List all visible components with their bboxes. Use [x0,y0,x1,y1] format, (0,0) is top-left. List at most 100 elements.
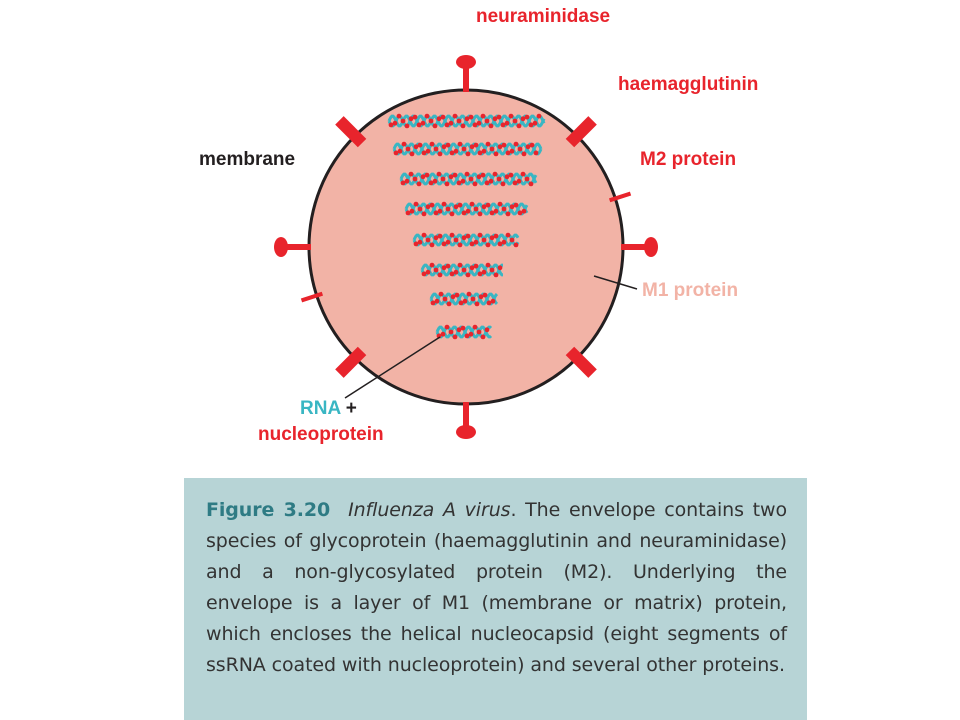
nucleoprotein-bead [437,233,443,239]
nucleoprotein-bead [462,298,468,304]
nucleoprotein-bead [509,237,515,243]
nucleoprotein-bead [489,146,495,152]
nucleoprotein-bead [429,202,435,208]
nucleoprotein-bead [512,180,518,186]
nucleoprotein-bead [469,241,475,247]
nucleoprotein-bead [517,210,523,216]
nucleoprotein-bead [445,206,451,212]
nucleoprotein-bead [449,271,455,277]
nucleoprotein-bead [476,329,482,335]
nucleoprotein-bead [493,208,499,214]
nucleoprotein-bead [501,239,507,245]
nucleoprotein-bead [433,146,439,152]
rna-strand [392,142,543,156]
nucleoprotein-bead [400,180,406,186]
nucleoprotein-bead [409,208,415,214]
nucleocapsid-segments [387,113,546,340]
m1-protein-leader-line [593,275,638,290]
nucleoprotein-bead [469,144,475,150]
nucleoprotein-bead [465,208,471,214]
nucleoprotein-bead [497,241,503,247]
nucleoprotein-bead [393,150,399,156]
nucleoprotein-bead [468,114,474,120]
nucleoprotein-bead [436,333,442,339]
nucleoprotein-bead [420,174,426,180]
nucleoprotein-bead [461,267,467,273]
nucleoprotein-bead [448,329,454,335]
nucleoprotein-bead [532,120,538,126]
nucleoprotein-bead [397,148,403,154]
rna-strand [435,325,493,339]
nucleoprotein-bead [428,180,434,186]
nucleocapsid-segment [399,171,538,187]
nucleoprotein-bead [449,232,455,238]
nucleoprotein-bead [432,123,438,129]
nucleoprotein-bead [428,118,434,124]
membrane-label: membrane [199,149,295,170]
nucleoprotein-bead [512,118,518,124]
nucleoprotein-bead [525,144,531,150]
nucleoprotein-bead [465,233,471,239]
nucleoprotein-bead [476,120,482,126]
nucleoprotein-bead [468,176,474,182]
nucleoprotein-bead [505,211,511,217]
nucleoprotein-bead [449,211,455,217]
nucleoprotein-bead [416,122,422,128]
nucleoprotein-bead [468,331,474,337]
nucleoprotein-bead [488,123,494,129]
nucleoprotein-bead [453,148,459,154]
nucleoprotein-bead [416,181,422,187]
nucleoprotein-bead [440,176,446,182]
nucleoprotein-bead [452,172,458,178]
nucleoprotein-bead [516,123,522,129]
nucleoprotein-bead [477,211,483,217]
rna-leader-line [344,336,441,399]
nucleoprotein-bead [477,150,483,156]
nucleoprotein-bead [412,176,418,182]
nucleocapsid-segment [420,262,504,278]
nucleoprotein-bead [485,202,491,208]
nucleoprotein-bead [513,141,519,147]
nucleoprotein-bead [521,151,527,157]
nucleoprotein-bead [454,292,460,298]
nucleoprotein-bead [528,181,534,187]
nucleoprotein-bead [528,122,534,128]
nucleoprotein-bead [436,171,442,177]
nucleoprotein-bead [516,178,522,184]
nucleoprotein-bead [481,148,487,154]
nucleoprotein-bead [464,333,470,339]
nucleoprotein-bead [481,269,487,275]
nucleoprotein-bead [460,123,466,129]
nucleoprotein-bead [461,235,467,241]
nucleocapsid-segment [412,232,520,248]
nucleoprotein-bead [481,204,487,210]
nucleoprotein-bead [421,271,427,277]
nucleoprotein-bead [478,294,484,300]
nucleoprotein-bead [492,116,498,122]
nucleoprotein-bead [520,171,526,177]
m2-protein-channel [300,291,324,303]
nucleoprotein-bead [464,116,470,122]
nucleoprotein-bead [517,146,523,152]
nucleoprotein-bead [440,114,446,120]
nucleoprotein-bead [429,262,435,268]
figure-caption-body: . The envelope contains two species of g… [206,499,787,676]
nucleoprotein-bead [438,291,444,297]
nucleoprotein-bead [482,292,488,298]
nucleoprotein-bead [520,116,526,122]
nucleoprotein-bead [460,178,466,184]
nucleoprotein-label: nucleoprotein [258,424,384,445]
nucleoprotein-bead [450,294,456,300]
nucleoprotein-bead [492,171,498,177]
nucleoprotein-bead [425,204,431,210]
nucleoprotein-bead [476,174,482,180]
nucleoprotein-bead [465,272,471,278]
nucleoprotein-bead [484,118,490,124]
nucleoprotein-bead [489,210,495,216]
nucleoprotein-bead [430,300,436,306]
nucleoprotein-bead [473,263,479,269]
neuraminidase-head [456,55,476,69]
nucleoprotein-bead [457,242,463,248]
nucleoprotein-bead [441,201,447,207]
nucleoprotein-bead [441,144,447,150]
